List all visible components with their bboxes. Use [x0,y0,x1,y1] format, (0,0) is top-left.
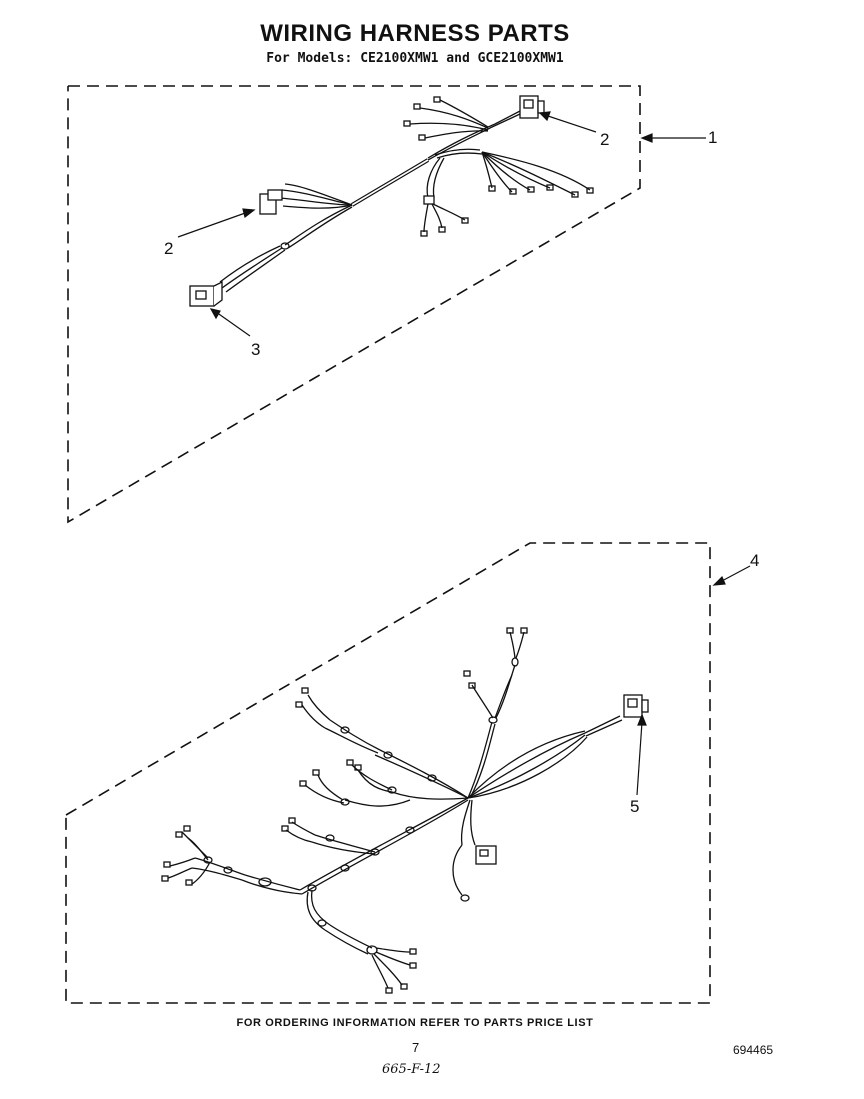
connector-5 [623,694,649,718]
connector-3 [189,280,223,307]
connector-2-left [259,189,283,215]
connector-2-upper [519,95,545,119]
model-subtitle: For Models: CE2100XMW1 and GCE2100XMW1 [266,51,564,66]
page-number: 7 [412,1040,420,1055]
handwritten-note: 665-F-12 [382,1062,441,1077]
ordering-note: FOR ORDERING INFORMATION REFER TO PARTS … [236,1017,594,1029]
callout-3: 3 [251,340,260,359]
page-title: WIRING HARNESS PARTS [260,20,570,47]
callout-4: 4 [750,551,759,570]
callout-2-left: 2 [164,239,173,258]
panel-outline-top [67,85,641,524]
callout-5: 5 [630,797,639,816]
panel-outline-bottom [65,542,711,1004]
connector-lower-loop [475,845,497,865]
callout-2-upper: 2 [600,130,609,149]
document-number: 694465 [733,1043,774,1057]
callout-1: 1 [708,128,717,147]
harness-1 [189,95,594,307]
harness-4 [161,627,649,994]
